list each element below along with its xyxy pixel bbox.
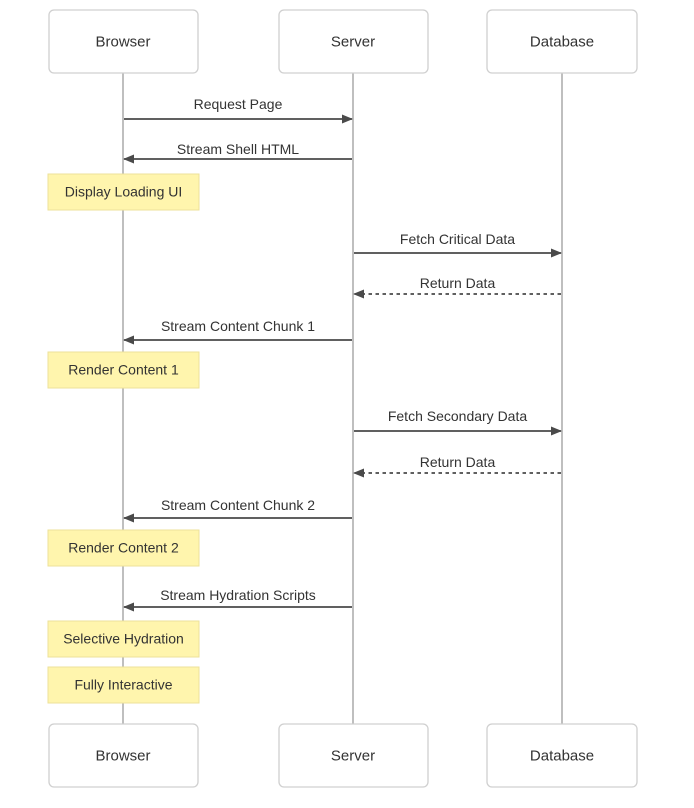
participants-top-group: Browser Server Database	[48, 9, 638, 74]
note-label-n4: Selective Hydration	[63, 631, 184, 647]
note-box-n3[interactable]	[47, 529, 200, 567]
participant-box-server-bottom[interactable]	[278, 723, 429, 788]
note-box-n4[interactable]	[47, 620, 200, 658]
message-label-m6: Fetch Secondary Data	[388, 408, 528, 424]
participant-box-database-bottom[interactable]	[486, 723, 638, 788]
note-label-n1: Display Loading UI	[65, 184, 183, 200]
note-label-n3: Render Content 2	[68, 540, 179, 556]
participant-box-server-top[interactable]	[278, 9, 429, 74]
notes-group: Display Loading UI Render Content 1 Render…	[47, 173, 200, 704]
message-label-m1: Request Page	[194, 96, 283, 112]
participant-label-server-top: Server	[331, 33, 375, 50]
message-label-m7: Return Data	[420, 454, 496, 470]
participant-label-browser-top: Browser	[95, 33, 150, 50]
participant-box-browser-bottom[interactable]	[48, 723, 199, 788]
participant-label-database-bottom: Database	[530, 747, 594, 764]
note-box-n5[interactable]	[47, 666, 200, 704]
participant-label-browser-bottom: Browser	[95, 747, 150, 764]
participant-label-server-bottom: Server	[331, 747, 375, 764]
message-label-m9: Stream Hydration Scripts	[160, 587, 316, 603]
message-label-m3: Fetch Critical Data	[400, 231, 515, 247]
participant-box-database-top[interactable]	[486, 9, 638, 74]
note-box-n1[interactable]	[47, 173, 200, 211]
participant-box-browser-top[interactable]	[48, 9, 199, 74]
message-label-m8: Stream Content Chunk 2	[161, 497, 315, 513]
note-label-n5: Fully Interactive	[74, 677, 172, 693]
participants-bottom-group: Browser Server Database	[48, 723, 638, 788]
message-label-m2: Stream Shell HTML	[177, 141, 299, 157]
note-box-n2[interactable]	[47, 351, 200, 389]
note-label-n2: Render Content 1	[68, 362, 179, 378]
message-label-m5: Stream Content Chunk 1	[161, 318, 315, 334]
participant-label-database-top: Database	[530, 33, 594, 50]
message-label-m4: Return Data	[420, 275, 496, 291]
